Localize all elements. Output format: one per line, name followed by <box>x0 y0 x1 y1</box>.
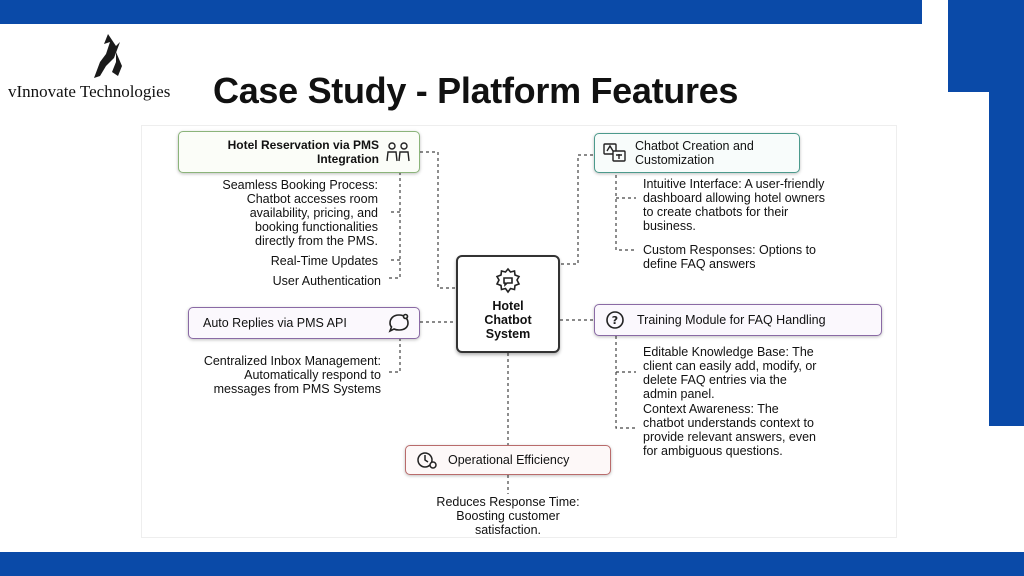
detail-line: Custom Responses: Options to <box>643 243 816 257</box>
detail-reduces-response-time: Reduces Response Time: Boosting customer… <box>408 495 608 537</box>
question-icon: ? <box>606 311 624 329</box>
node-chatbot-creation: Chatbot Creation and Customization <box>594 133 800 173</box>
detail-line: define FAQ answers <box>643 257 756 271</box>
speech-bubble-icon <box>388 313 409 333</box>
people-icon <box>386 142 410 162</box>
detail-line: Context Awareness: The <box>643 402 779 416</box>
slide-title: Case Study - Platform Features <box>213 70 739 111</box>
node-auto-replies: Auto Replies via PMS API <box>188 307 420 339</box>
detail-line: Intuitive Interface: A user-friendly <box>643 177 825 191</box>
detail-line: satisfaction. <box>474 523 541 537</box>
detail-line: Boosting customer <box>456 509 560 523</box>
node-label: Training Module for FAQ Handling <box>637 313 826 327</box>
detail-line: Chatbot accesses room <box>246 192 378 206</box>
node-label: Operational Efficiency <box>448 453 570 467</box>
detail-context-awareness: Context Awareness: The chatbot understan… <box>643 402 883 458</box>
detail-line: business. <box>643 219 696 233</box>
right-accent-block <box>948 0 1024 92</box>
detail-line: Real-Time Updates <box>270 254 378 268</box>
detail-line: to create chatbots for their <box>643 205 789 219</box>
logo-text: vInnovate Technologies <box>8 82 171 101</box>
detail-editable-knowledge: Editable Knowledge Base: The client can … <box>643 345 883 401</box>
detail-line: client can easily add, modify, or <box>643 359 817 373</box>
detail-line: Centralized Inbox Management: <box>203 354 381 368</box>
translate-icon <box>603 143 626 162</box>
detail-intuitive-interface: Intuitive Interface: A user-friendly das… <box>643 177 883 233</box>
detail-line: Reduces Response Time: <box>436 495 580 509</box>
node-hotel-reservation: Hotel Reservation via PMS Integration <box>178 131 420 173</box>
detail-line: booking functionalities <box>255 220 378 234</box>
node-operational-efficiency: Operational Efficiency <box>405 445 611 475</box>
detail-line: delete FAQ entries via the <box>643 373 787 387</box>
center-label-line2: Chatbot <box>484 313 532 327</box>
detail-line: dashboard allowing hotel owners <box>643 191 826 205</box>
detail-user-authentication: User Authentication <box>200 274 381 288</box>
detail-line: User Authentication <box>272 274 381 288</box>
detail-line: availability, pricing, and <box>249 206 378 220</box>
detail-line: Seamless Booking Process: <box>222 178 378 192</box>
clock-gear-icon <box>417 452 437 469</box>
company-logo: vInnovate Technologies <box>8 30 198 105</box>
detail-real-time-updates: Real-Time Updates <box>200 254 378 268</box>
diver-logo-icon <box>94 34 122 78</box>
detail-line: for ambiguous questions. <box>643 444 783 458</box>
node-label-line1: Chatbot Creation and <box>635 139 754 153</box>
svg-text:?: ? <box>612 314 618 327</box>
detail-line: chatbot understands context to <box>643 416 814 430</box>
detail-centralized-inbox: Centralized Inbox Management: Automatica… <box>160 354 381 396</box>
diagram-frame <box>141 125 897 538</box>
detail-line: messages from PMS Systems <box>213 382 381 396</box>
node-label-line2: Integration <box>317 152 379 166</box>
gear-chat-icon <box>495 267 521 294</box>
right-accent-strip <box>989 92 1024 426</box>
node-label-line2: Customization <box>635 153 715 167</box>
detail-line: admin panel. <box>643 387 715 401</box>
node-label-line1: Hotel Reservation via PMS <box>227 138 379 152</box>
center-label-line3: System <box>485 327 531 341</box>
node-label: Auto Replies via PMS API <box>203 316 347 330</box>
node-hotel-chatbot-system: Hotel Chatbot System <box>456 255 560 353</box>
detail-seamless-booking: Seamless Booking Process: Chatbot access… <box>170 178 378 248</box>
detail-line: provide relevant answers, even <box>643 430 817 444</box>
top-accent-bar <box>0 0 922 24</box>
node-training-module: ? Training Module for FAQ Handling <box>594 304 882 336</box>
detail-line: Automatically respond to <box>244 368 381 382</box>
bottom-accent-bar <box>0 552 1024 576</box>
detail-line: directly from the PMS. <box>255 234 378 248</box>
detail-line: Editable Knowledge Base: The <box>643 345 814 359</box>
detail-custom-responses: Custom Responses: Options to define FAQ … <box>643 243 883 271</box>
center-label-line1: Hotel <box>492 299 524 313</box>
